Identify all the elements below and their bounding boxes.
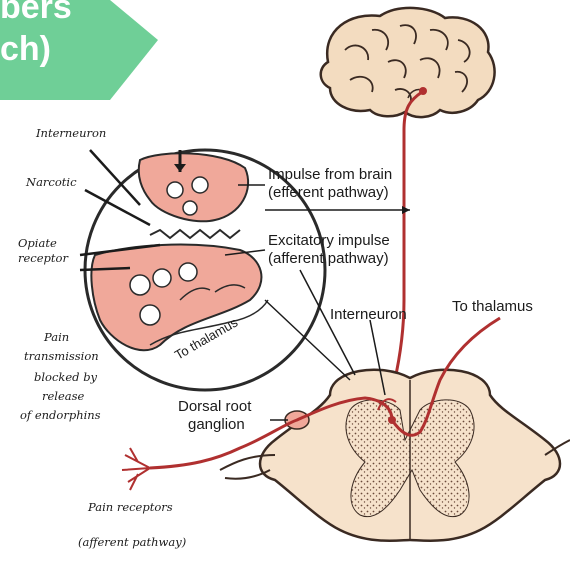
- neuron-cell-body-brain: [419, 87, 427, 95]
- impulse-from-brain-line-2: (efferent pathway): [268, 184, 389, 201]
- dorsal-root-label-line-1: Dorsal root: [178, 398, 251, 415]
- pain-block-line-1: Pain: [44, 330, 69, 345]
- excitatory-impulse-line-2: (afferent pathway): [268, 250, 389, 267]
- interneuron-cell-body: [388, 416, 396, 424]
- pain-block-line-3: blocked by: [34, 370, 97, 385]
- afferent-pathway-label: (afferent pathway): [78, 535, 186, 550]
- pain-block-line-5: of endorphins: [20, 408, 101, 423]
- pain-block-line-4: release: [42, 389, 84, 404]
- narcotic-label: Narcotic: [26, 175, 77, 190]
- to-thalamus-label: To thalamus: [452, 298, 533, 315]
- opiate-receptor-label-line-2: receptor: [18, 251, 68, 266]
- interneuron-label: Interneuron: [330, 306, 407, 323]
- interneuron-italic-label: Interneuron: [36, 126, 106, 141]
- pain-block-line-2: transmission: [24, 349, 99, 364]
- efferent-nerve: [392, 92, 422, 392]
- pain-receptor-endings: [122, 448, 150, 490]
- dorsal-root-label-line-2: ganglion: [188, 416, 245, 433]
- opiate-receptor-label-line-1: Opiate: [18, 236, 57, 251]
- brain-illustration: [321, 8, 495, 117]
- pain-receptors-label: Pain receptors: [88, 500, 173, 515]
- excitatory-impulse-line-1: Excitatory impulse: [268, 232, 390, 249]
- spinal-cord-cross-section: [220, 370, 570, 541]
- impulse-from-brain-line-1: Impulse from brain: [268, 166, 392, 183]
